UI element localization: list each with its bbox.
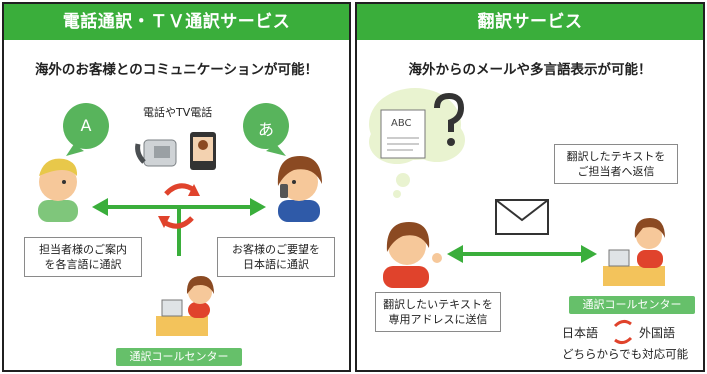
call-center-operator-icon <box>603 218 665 286</box>
japanese-label: 日本語 <box>562 326 599 340</box>
panel-subtitle: 海外からのメールや多言語表示が可能！ <box>408 62 652 78</box>
panel-subtitle: 海外のお客様とのコミュニケーションが可能！ <box>34 62 319 78</box>
bidirectional-arrow-icon <box>92 198 266 256</box>
staff-icon <box>277 156 322 222</box>
callout-send: 翻訳したいテキストを 専用アドレスに送信 <box>375 292 501 332</box>
phone-tv-interpretation-panel: 電話通訳・ＴＶ通訳サービス 海外のお客様とのコミュニケーションが可能！ <box>2 2 351 372</box>
question-mark-icon <box>434 92 465 146</box>
availability-note: どちらからでも対応可能 <box>562 347 689 361</box>
bidirectional-arrow-icon <box>447 245 597 263</box>
bubble-jp-label: あ <box>257 120 274 139</box>
left-illustration <box>38 103 322 336</box>
document-text: ABC <box>391 118 412 129</box>
exchange-arrows-icon <box>613 319 633 345</box>
customer-icon <box>383 222 442 288</box>
panel-title: 翻訳サービス <box>357 4 703 40</box>
foreign-customer-icon <box>38 158 78 222</box>
desk-phone-icon <box>135 139 177 167</box>
panel-title: 電話通訳・ＴＶ通訳サービス <box>4 4 349 40</box>
device-label: 電話やTV電話 <box>143 106 213 119</box>
bubble-a-label: A <box>80 116 92 135</box>
envelope-icon <box>495 199 549 235</box>
foreign-language-label: 外国語 <box>639 326 676 340</box>
right-illustration <box>369 88 665 345</box>
call-center-label: 通訳コールセンター <box>569 296 695 314</box>
call-center-label: 通訳コールセンター <box>116 348 242 366</box>
video-phone-icon <box>190 132 216 170</box>
exchange-arrows-icon <box>162 183 196 229</box>
document-icon <box>380 109 426 159</box>
callout-reply: 翻訳したテキストを ご担当者へ返信 <box>554 144 678 184</box>
translation-panel: 翻訳サービス 海外からのメールや多言語表示が可能！ <box>355 2 705 372</box>
call-center-operator-icon <box>156 276 214 336</box>
bubble-a-icon <box>63 103 109 156</box>
callout-guide-translation: 担当者様のご案内 を各言語に通訳 <box>24 237 142 277</box>
bubble-jp-icon <box>243 103 289 156</box>
callout-request-translation: お客様のご要望を 日本語に通訳 <box>217 237 335 277</box>
